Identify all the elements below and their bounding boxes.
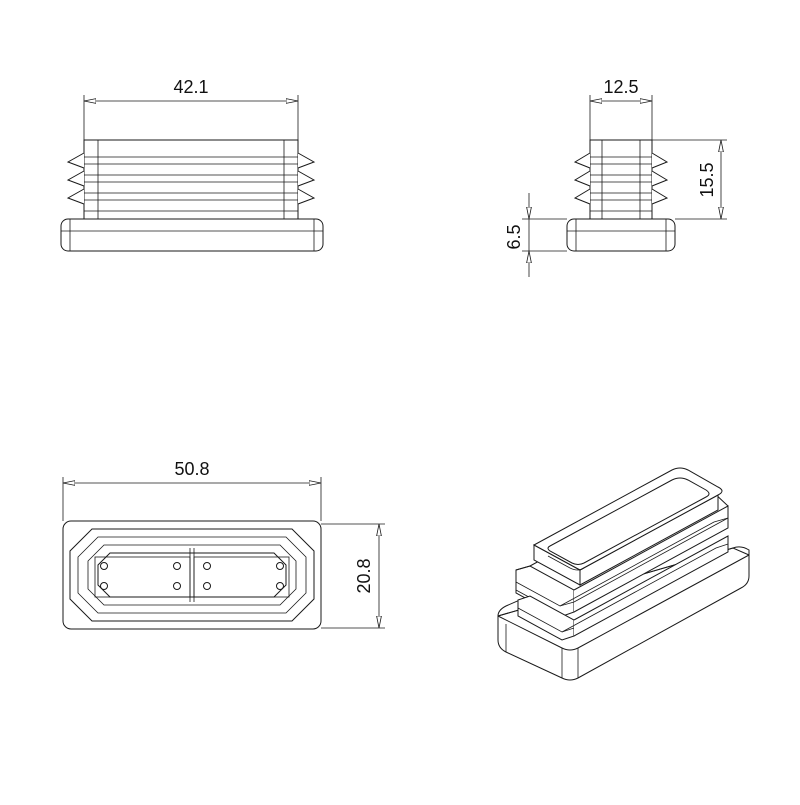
- top-width-label: 50.8: [174, 459, 209, 479]
- top-view: 50.8 20.8: [62, 459, 385, 630]
- side-flange-dimension: 6.5: [504, 193, 567, 277]
- front-flange: [60, 218, 324, 252]
- top-holes: [100, 562, 284, 590]
- iso-rim-opening: [547, 477, 710, 565]
- top-height-label: 20.8: [354, 558, 374, 593]
- side-height-label: 15.5: [697, 162, 717, 197]
- side-width-label: 12.5: [603, 77, 638, 97]
- iso-rim-top: [532, 467, 723, 571]
- side-flange-label: 6.5: [504, 224, 524, 249]
- side-view: 12.5 15.5 6.5: [504, 77, 727, 277]
- top-width-dimension: 50.8: [62, 459, 322, 521]
- iso-top-rim: [532, 467, 723, 586]
- front-width-dimension: 42.1: [83, 77, 299, 140]
- side-body: [589, 139, 653, 220]
- iso-flange: [497, 546, 750, 681]
- front-body: [83, 139, 299, 220]
- side-flange: [566, 218, 676, 252]
- front-view: 42.1: [60, 77, 324, 252]
- side-height-dimension: 15.5: [652, 139, 727, 220]
- top-outline: [62, 520, 322, 630]
- side-width-dimension: 12.5: [589, 77, 653, 140]
- iso-ribs: [515, 475, 729, 641]
- isometric-view: [497, 467, 750, 681]
- front-width-label: 42.1: [173, 77, 208, 97]
- top-chamfer-outer: [69, 528, 315, 622]
- front-ribs: [66, 152, 316, 212]
- side-ribs: [573, 152, 669, 212]
- top-height-dimension: 20.8: [321, 523, 385, 629]
